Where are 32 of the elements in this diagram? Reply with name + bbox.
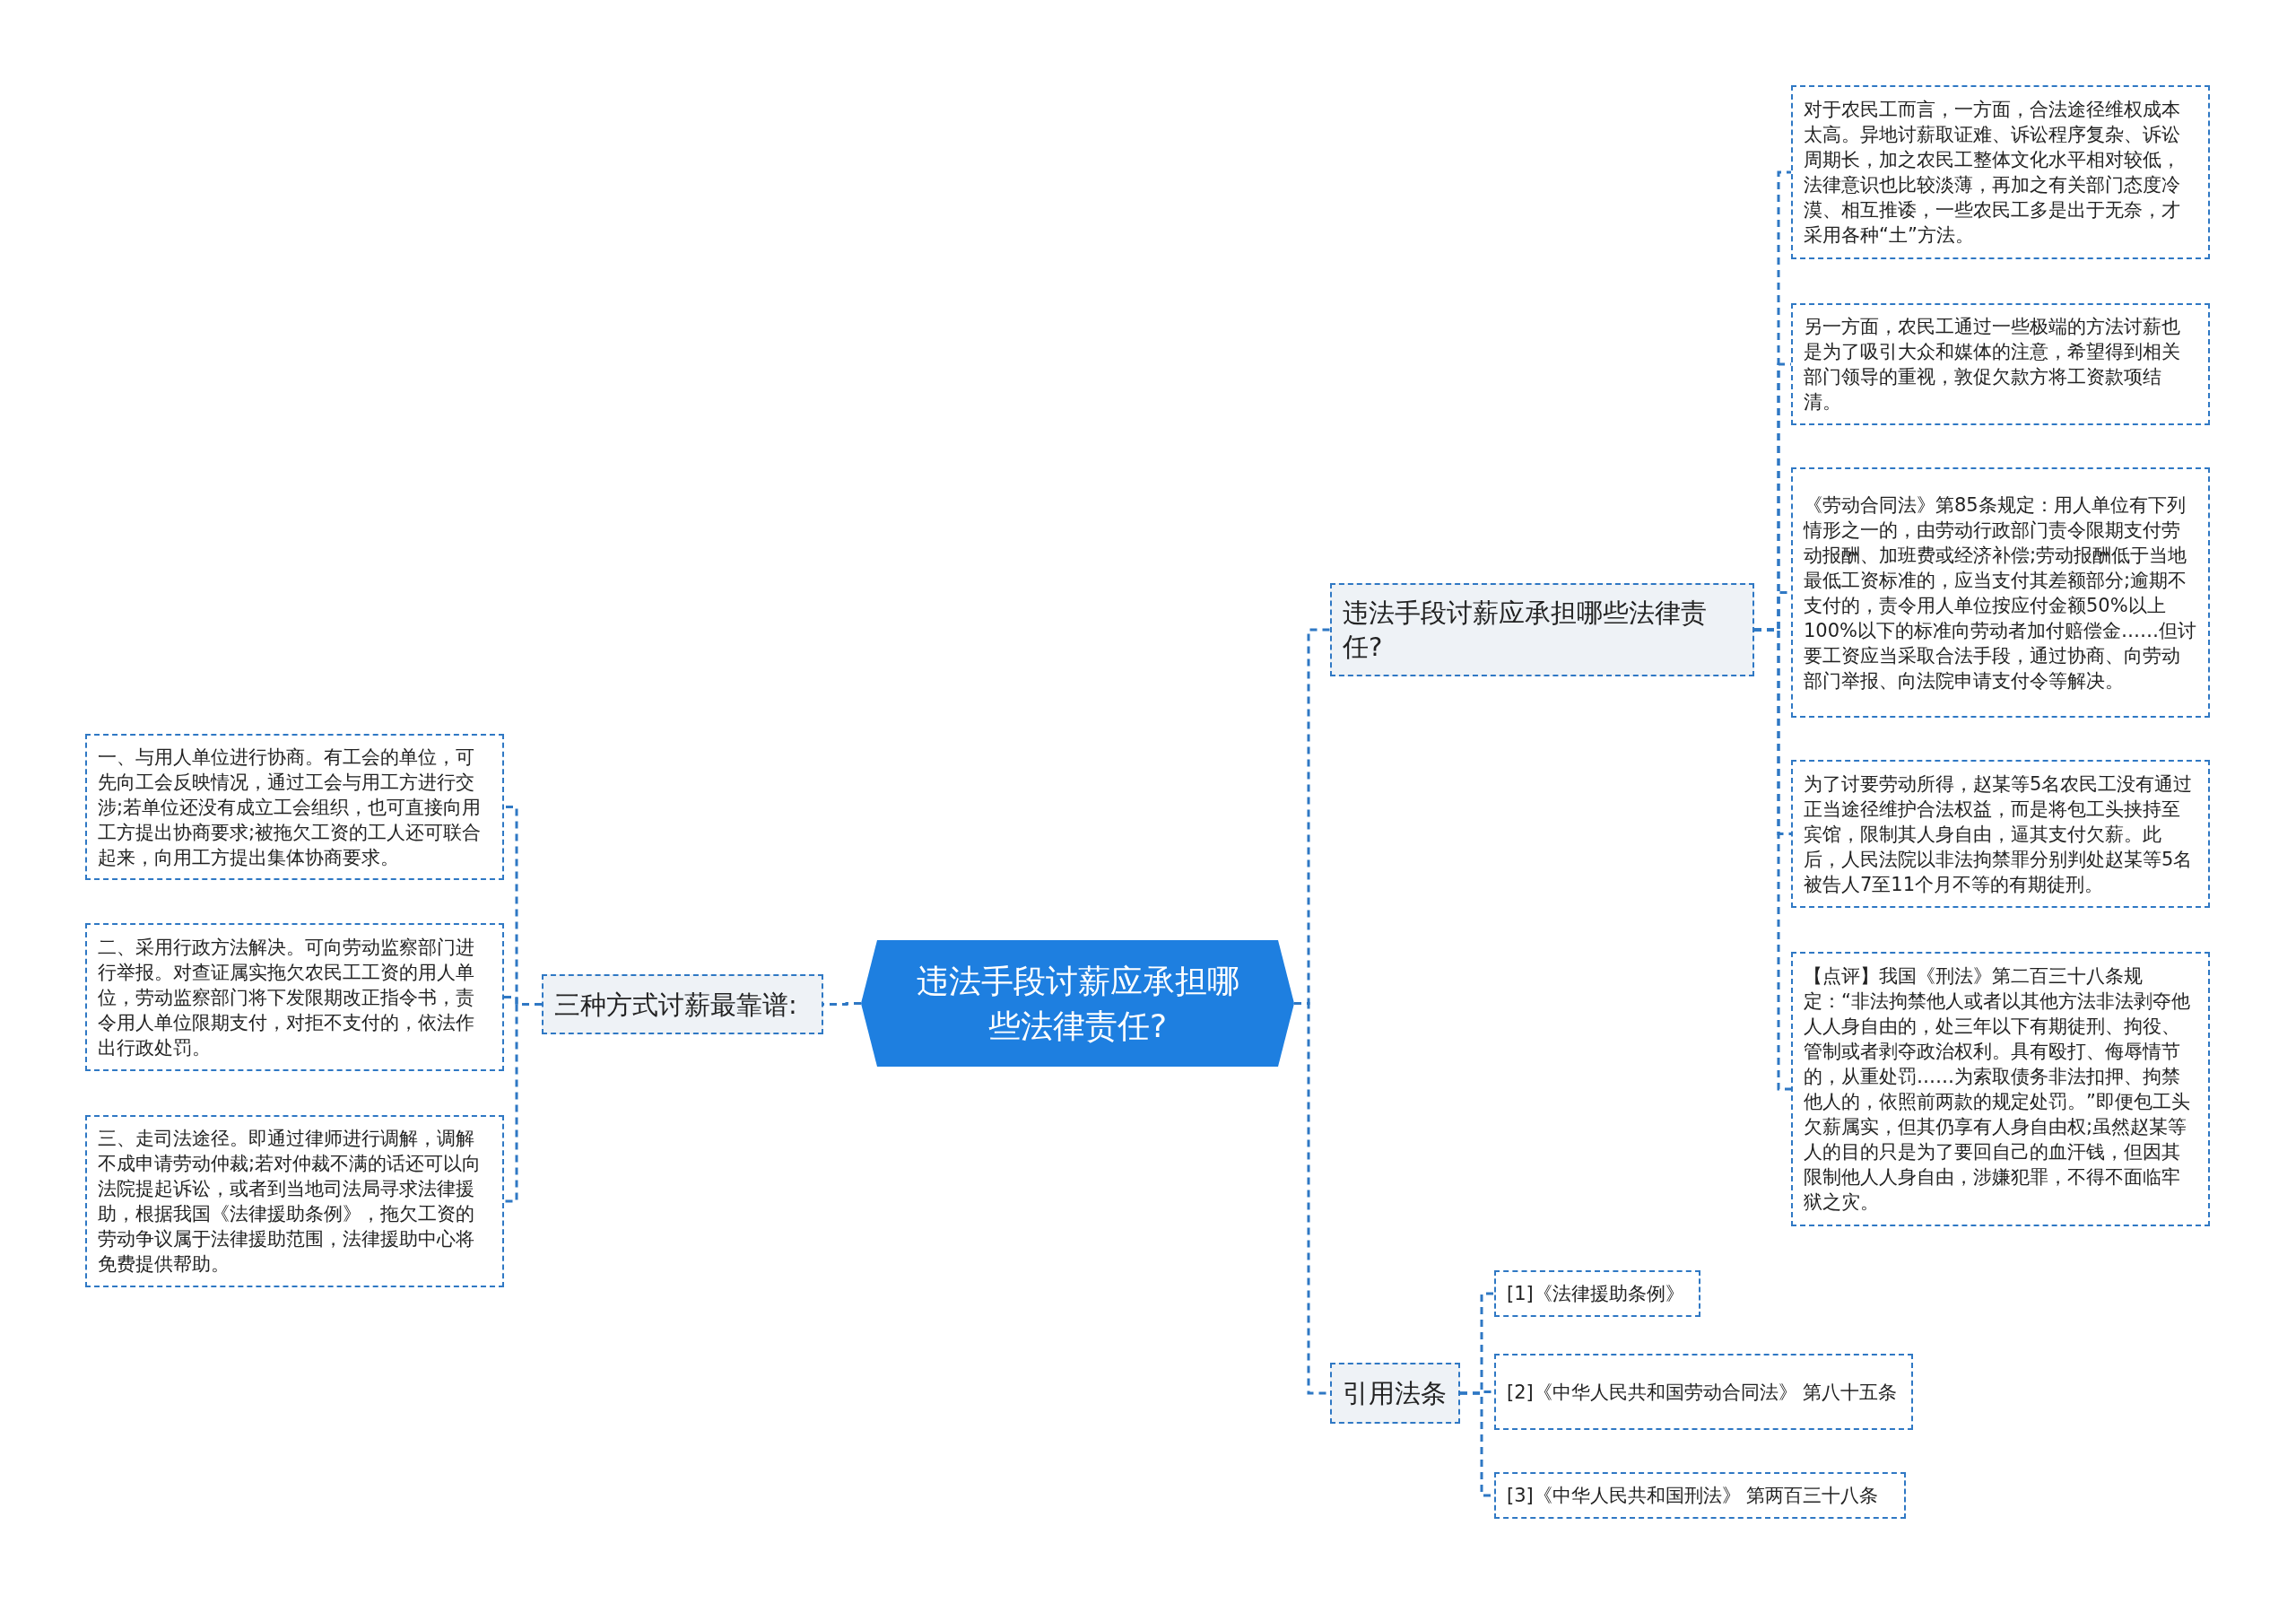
note-text: 《劳动合同法》第85条规定：用人单位有下列情形之一的，由劳动行政部门责令限期支付劳动报酬、加班费或经济补偿;劳动报酬低于当地最低工资标准的，应当支付其差额部分;逾期不支付的，责令用人单位按应付金额50%以上100%以下的标准向劳动者加付赔偿金……但讨要工资应当采取合法手段，通过协商、向劳动部门举报、向法院申请支付令等解决。: [1804, 493, 2197, 693]
note-box: [85, 1115, 504, 1287]
note-text: 为了讨要劳动所得，赵某等5名农民工没有通过正当途径维护合法权益，而是将包工头挟持至宾馆，限制其人身自由，逼其支付欠薪。此后，人民法院以非法拘禁罪分别判处赵某等5名被告人7至11个月不等的有期徒刑。: [1804, 771, 2194, 897]
note-text: 三、走司法途径。即通过律师进行调解，调解不成申请劳动仲裁;若对仲裁不满的话还可以向法院提起诉讼，或者到当地司法局寻求法律援助，根据我国《法律援助条例》，拖欠工资的劳动争议属于法律援助范围，法律援助中心将免费提供帮助。: [98, 1127, 483, 1277]
note-box: [85, 734, 504, 880]
note-text: 另一方面，农民工通过一些极端的方法讨薪也是为了吸引大众和媒体的注意，希望得到相关部门领导的重视，敦促欠款方将工资款项结清。: [1804, 315, 2181, 414]
topic-box: [542, 974, 823, 1034]
note-text: 【点评】我国《刑法》第二百三十八条规定：“非法拘禁他人或者以其他方法非法剥夺他人人身自由的，处三年以下有期徒刑、拘役、管制或者剥夺政治权利。具有殴打、侮辱情节的，从重处罚……为索取债务非法扣押、拘禁他人的，依照前两款的规定处罚。”即便包工头欠薪属实，但其仍享有人身自由权;虽然赵某等人的目的只是为了要回自己的血汗钱，但因其限制他人人身自由，涉嫌犯罪，不得不面临牢狱之灾。: [1804, 964, 2191, 1215]
topic-text: 引用法条: [1343, 1377, 1447, 1410]
central-topic-text: 违法手段讨薪应承担哪些法律责任?: [915, 961, 1240, 1046]
note-box: [1791, 85, 2210, 259]
reference-text: [2]《中华人民共和国劳动合同法》 第八十五条: [1507, 1380, 1898, 1405]
reference-text: [1]《法律援助条例》: [1507, 1282, 1684, 1306]
reference-box: [1494, 1472, 1906, 1519]
note-box: [1791, 952, 2210, 1226]
topic-box: [1330, 1363, 1460, 1424]
topic-text: 三种方式讨薪最靠谱:: [554, 988, 797, 1022]
topic-text: 违法手段讨薪应承担哪些法律责任?: [1343, 597, 1708, 664]
reference-text: [3]《中华人民共和国刑法》 第两百三十八条: [1507, 1484, 1879, 1508]
connector-line: [504, 1003, 542, 1203]
note-box: [1791, 467, 2210, 718]
note-box: [1791, 303, 2210, 425]
connector-line: [1754, 628, 1791, 1091]
topic-box: [1330, 583, 1754, 676]
note-box: [85, 923, 504, 1071]
central-topic-hexagon: [861, 940, 1294, 1067]
reference-box: [1494, 1270, 1700, 1317]
note-text: 一、与用人单位进行协商。有工会的单位，可先向工会反映情况，通过工会与用工方进行交涉;若单位还没有成立工会组织，也可直接向用工方提出协商要求;被拖欠工资的工人还可联合起来，向用工方提出集体协商要求。: [98, 745, 483, 870]
reference-box: [1494, 1354, 1913, 1430]
note-text: 对于农民工而言，一方面，合法途径维权成本太高。异地讨薪取证难、诉讼程序复杂、诉讼周期长，加之农民工整体文化水平相对较低，法律意识也比较淡薄，再加之有关部门态度冷漠、相互推诿，一些农民工多是出于无奈，才采用各种“土”方法。: [1804, 98, 2181, 248]
note-text: 二、采用行政方法解决。可向劳动监察部门进行举报。对查证属实拖欠农民工工资的用人单位，劳动监察部门将下发限期改正指令书，责令用人单位限期支付，对拒不支付的，依法作出行政处罚。: [98, 935, 475, 1060]
note-box: [1791, 760, 2210, 908]
